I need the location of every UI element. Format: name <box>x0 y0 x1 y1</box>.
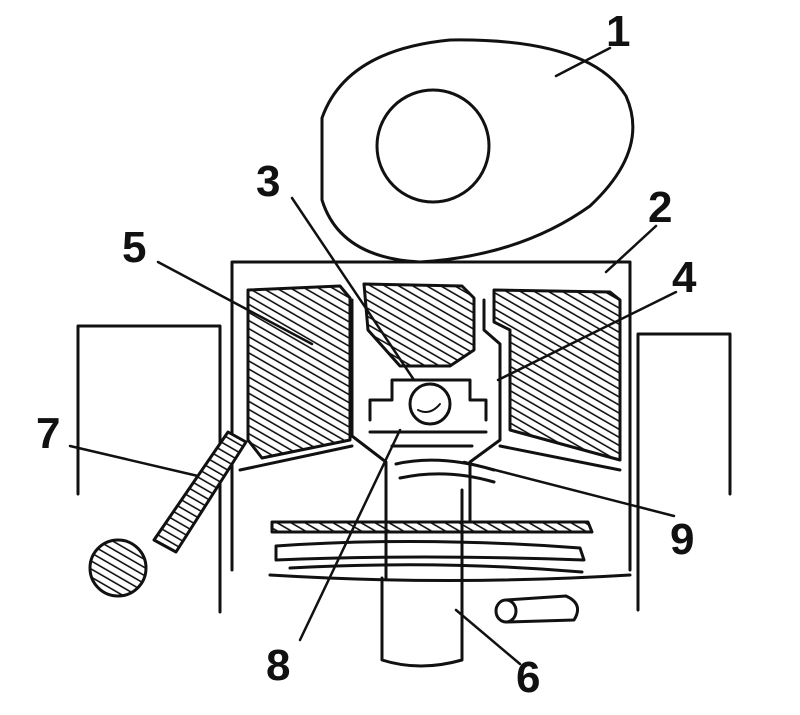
callout-label-1: 1 <box>606 7 630 56</box>
oil-passage <box>394 458 496 484</box>
callout-label-3: 3 <box>256 157 280 206</box>
callout-label-2: 2 <box>648 183 672 232</box>
cam-lobe <box>320 38 635 264</box>
callout-label-6: 6 <box>516 653 540 702</box>
callout-label-8: 8 <box>266 641 290 690</box>
valve-stem <box>380 488 464 668</box>
callout-label-5: 5 <box>122 223 146 272</box>
check-ball <box>408 382 452 426</box>
housing-lower-wall <box>238 444 622 472</box>
cylinder-head-right <box>636 332 732 612</box>
retaining-pin <box>494 594 580 624</box>
leader-lines <box>68 46 678 666</box>
oil-supply-tube <box>88 430 248 598</box>
callout-label-4: 4 <box>672 253 697 302</box>
spring-disk <box>270 520 594 574</box>
hatched-piston-body <box>246 282 622 462</box>
callout-label-7: 7 <box>36 409 60 458</box>
callout-label-9: 9 <box>670 515 694 564</box>
